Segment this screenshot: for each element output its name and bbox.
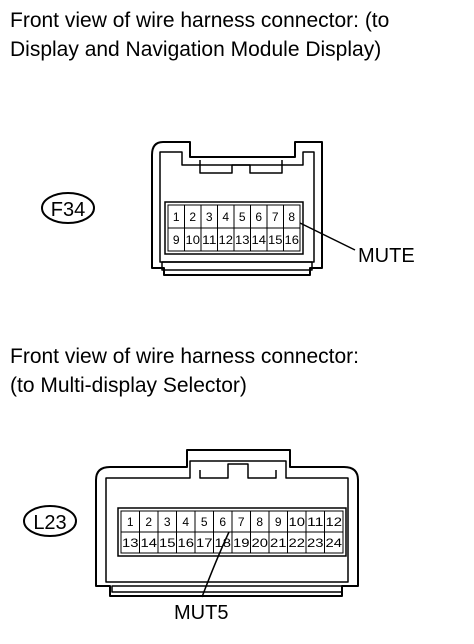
connector-b-caption-line2: (to Multi-display Selector) [10, 374, 247, 397]
pin-number: 18 [215, 536, 232, 550]
pin-number: 15 [268, 233, 283, 247]
connector-b-leader-line [201, 531, 230, 598]
connector-a-caption: Front view of wire harness connector: (t… [10, 6, 389, 64]
connector-a-code: F34 [51, 199, 85, 221]
pin-number: 1 [127, 515, 134, 529]
pin-number: 6 [255, 210, 262, 224]
pin-number: 13 [122, 536, 139, 550]
connector-b-callout: MUT5 [174, 531, 230, 624]
pin-number: 17 [196, 536, 213, 550]
pin-number: 23 [307, 536, 324, 550]
pin-number: 10 [186, 233, 201, 247]
pin-number: 8 [288, 210, 295, 224]
connector-b-code: L23 [33, 512, 66, 534]
connector-a-leader-line [299, 222, 356, 251]
pin-number: 12 [219, 233, 234, 247]
pin-number: 11 [202, 233, 217, 247]
pin-number: 5 [239, 210, 246, 224]
pin-number: 7 [238, 515, 245, 529]
pin-number: 16 [178, 536, 195, 550]
pin-cell [324, 531, 344, 554]
pin-number: 4 [182, 515, 189, 529]
pin-cell [283, 227, 301, 252]
pin-number: 1 [173, 210, 180, 224]
connector-a-caption-line1: Front view of wire harness connector: (t… [10, 9, 390, 32]
connector-b-housing [95, 449, 359, 597]
connector-b-caption: Front view of wire harness connector: (t… [10, 342, 359, 400]
connector-a-callout-label: MUTE [358, 245, 415, 267]
pin-number: 11 [307, 515, 324, 529]
pin-number: 10 [289, 515, 306, 529]
pin-number: 19 [233, 536, 250, 550]
connector-b-caption-line1: Front view of wire harness connector: [10, 345, 359, 368]
pin-number: 13 [235, 233, 250, 247]
pin-number: 20 [252, 536, 269, 550]
pin-number: 16 [285, 233, 300, 247]
pin-number: 5 [201, 515, 208, 529]
connector-a-callout: MUTE [299, 222, 415, 267]
connector-b-pin-frame [117, 507, 347, 557]
pin-number: 14 [141, 536, 158, 550]
connector-a-caption-line2: Display and Navigation Module Display) [10, 38, 382, 61]
pin-number: 9 [275, 515, 282, 529]
pin-number: 8 [256, 515, 263, 529]
pin-number: 21 [270, 536, 287, 550]
pin-number: 14 [252, 233, 267, 247]
pin-number: 2 [145, 515, 152, 529]
pin-number: 6 [219, 515, 226, 529]
pin-number: 24 [326, 536, 343, 550]
pin-number: 9 [173, 233, 180, 247]
pin-number: 22 [289, 536, 306, 550]
connector-b-code-badge: L23 [23, 505, 77, 537]
connector-a-code-badge: F34 [41, 192, 95, 224]
pin-number: 3 [206, 210, 213, 224]
pin-number: 2 [189, 210, 196, 224]
pin-number: 7 [272, 210, 279, 224]
pin-number: 4 [222, 210, 229, 224]
connector-a-housing [151, 141, 323, 276]
pin-number: 12 [326, 515, 343, 529]
pin-number: 15 [159, 536, 176, 550]
connector-b-callout-label: MUT5 [174, 602, 228, 624]
pin-number: 3 [164, 515, 171, 529]
connector-a-pin-frame [164, 201, 304, 255]
